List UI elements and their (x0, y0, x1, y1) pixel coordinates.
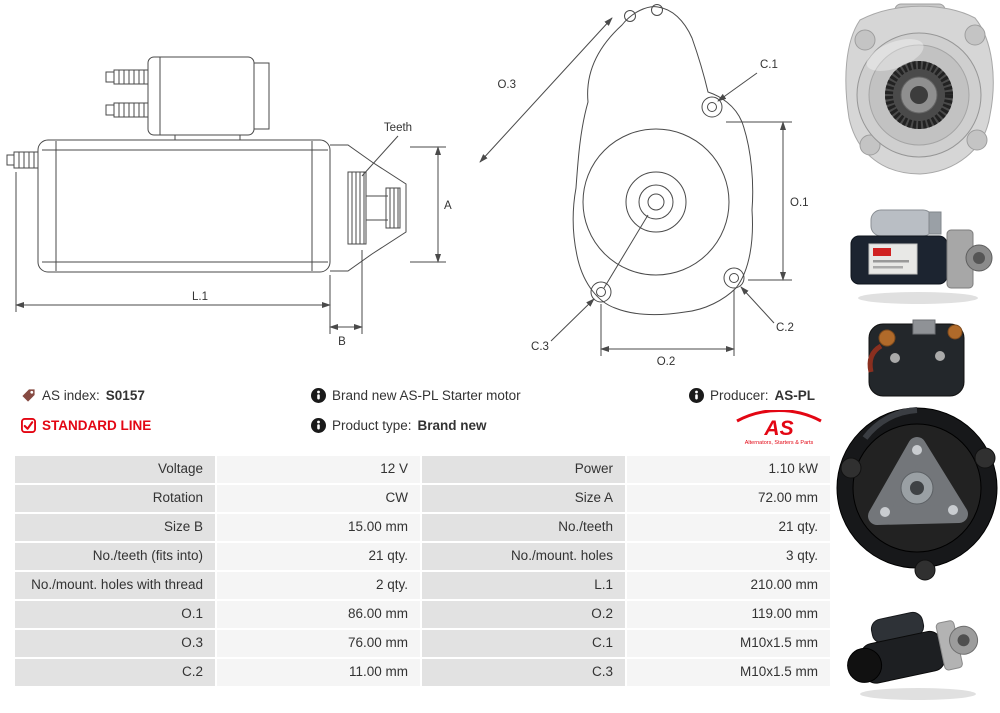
dim-label-teeth: Teeth (384, 122, 412, 134)
dim-label-b: B (338, 336, 346, 348)
starter-angle-photo-image (847, 611, 979, 700)
spec-table: Voltage 12 V Power 1.10 kW Rotation CW S… (15, 456, 830, 686)
spec-label: L.1 (422, 572, 625, 599)
product-photo-rear (835, 318, 1000, 588)
spec-value: 210.00 mm (627, 572, 830, 599)
dim-label-c2: C.2 (776, 322, 794, 334)
starter-side-photo-image (850, 209, 993, 304)
brand-new-note: Brand new AS-PL Starter motor (311, 388, 521, 403)
spec-label: Size B (15, 514, 215, 541)
spec-label: Voltage (15, 456, 215, 483)
standard-line-label: STANDARD LINE (42, 418, 152, 433)
dim-label-c3: C.3 (531, 341, 549, 353)
as-index-label: AS index: (42, 388, 100, 403)
spec-value: 119.00 mm (627, 601, 830, 628)
spec-value: M10x1.5 mm (627, 630, 830, 657)
product-type-label: Product type: (332, 418, 412, 433)
product-photo-angle (843, 592, 993, 709)
producer-label: Producer: (710, 388, 769, 403)
dim-label-o2: O.2 (657, 356, 676, 368)
dim-label-l1: L.1 (192, 291, 208, 303)
spec-label: C.3 (422, 659, 625, 686)
logo-tagline: Alternators, Starters & Parts (745, 440, 814, 446)
spec-value: 21 qty. (217, 543, 420, 570)
starter-front-photo-image (845, 3, 994, 175)
producer: Producer: AS-PL (689, 388, 815, 403)
spec-label: C.2 (15, 659, 215, 686)
dim-label-o1: O.1 (790, 197, 809, 209)
spec-label: Size A (422, 485, 625, 512)
spec-value: 1.10 kW (627, 456, 830, 483)
as-index-value: S0157 (105, 388, 145, 403)
brand-new-text: Brand new AS-PL Starter motor (332, 388, 521, 403)
technical-drawing: Teeth A L.1 B (0, 0, 835, 378)
spec-label: C.1 (422, 630, 625, 657)
front-view-drawing (479, 4, 792, 356)
as-index: AS index: S0157 (21, 388, 145, 403)
as-pl-logo: AS Alternators, Starters & Parts (733, 410, 825, 446)
info-icon (311, 418, 326, 433)
product-photo-side (843, 198, 993, 315)
drawing-svg: Teeth A L.1 B (6, 4, 809, 368)
spec-value: 72.00 mm (627, 485, 830, 512)
checkbox-check-icon (21, 418, 36, 433)
dim-label-a: A (444, 200, 452, 212)
spec-label: O.2 (422, 601, 625, 628)
spec-value: 11.00 mm (217, 659, 420, 686)
spec-value: 15.00 mm (217, 514, 420, 541)
spec-label: Power (422, 456, 625, 483)
spec-label: No./mount. holes with thread (15, 572, 215, 599)
dim-label-o3: O.3 (497, 79, 516, 91)
tag-icon (22, 389, 35, 402)
product-photos (835, 0, 1000, 713)
starter-rear-photo-image (836, 319, 998, 581)
standard-line: STANDARD LINE (21, 418, 151, 433)
product-type: Product type: Brand new (311, 418, 487, 433)
spec-value: 3 qty. (627, 543, 830, 570)
logo-text: AS (763, 417, 793, 440)
dim-label-c1: C.1 (760, 59, 778, 71)
spec-label: O.3 (15, 630, 215, 657)
side-view-drawing (6, 56, 446, 334)
product-type-value: Brand new (417, 418, 487, 433)
spec-value: CW (217, 485, 420, 512)
spec-label: No./mount. holes (422, 543, 625, 570)
spec-value: 76.00 mm (217, 630, 420, 657)
spec-label: No./teeth (422, 514, 625, 541)
spec-value: M10x1.5 mm (627, 659, 830, 686)
producer-value: AS-PL (774, 388, 816, 403)
info-icon (311, 388, 326, 403)
spec-value: 21 qty. (627, 514, 830, 541)
spec-label: No./teeth (fits into) (15, 543, 215, 570)
spec-label: O.1 (15, 601, 215, 628)
spec-label: Rotation (15, 485, 215, 512)
info-icon (689, 388, 704, 403)
spec-value: 2 qty. (217, 572, 420, 599)
product-photo-front (835, 0, 1000, 185)
as-pl-logo-image: AS Alternators, Starters & Parts (736, 410, 822, 446)
product-info: AS index: S0157 Brand new AS-PL Starter … (15, 384, 830, 450)
spec-value: 12 V (217, 456, 420, 483)
spec-value: 86.00 mm (217, 601, 420, 628)
